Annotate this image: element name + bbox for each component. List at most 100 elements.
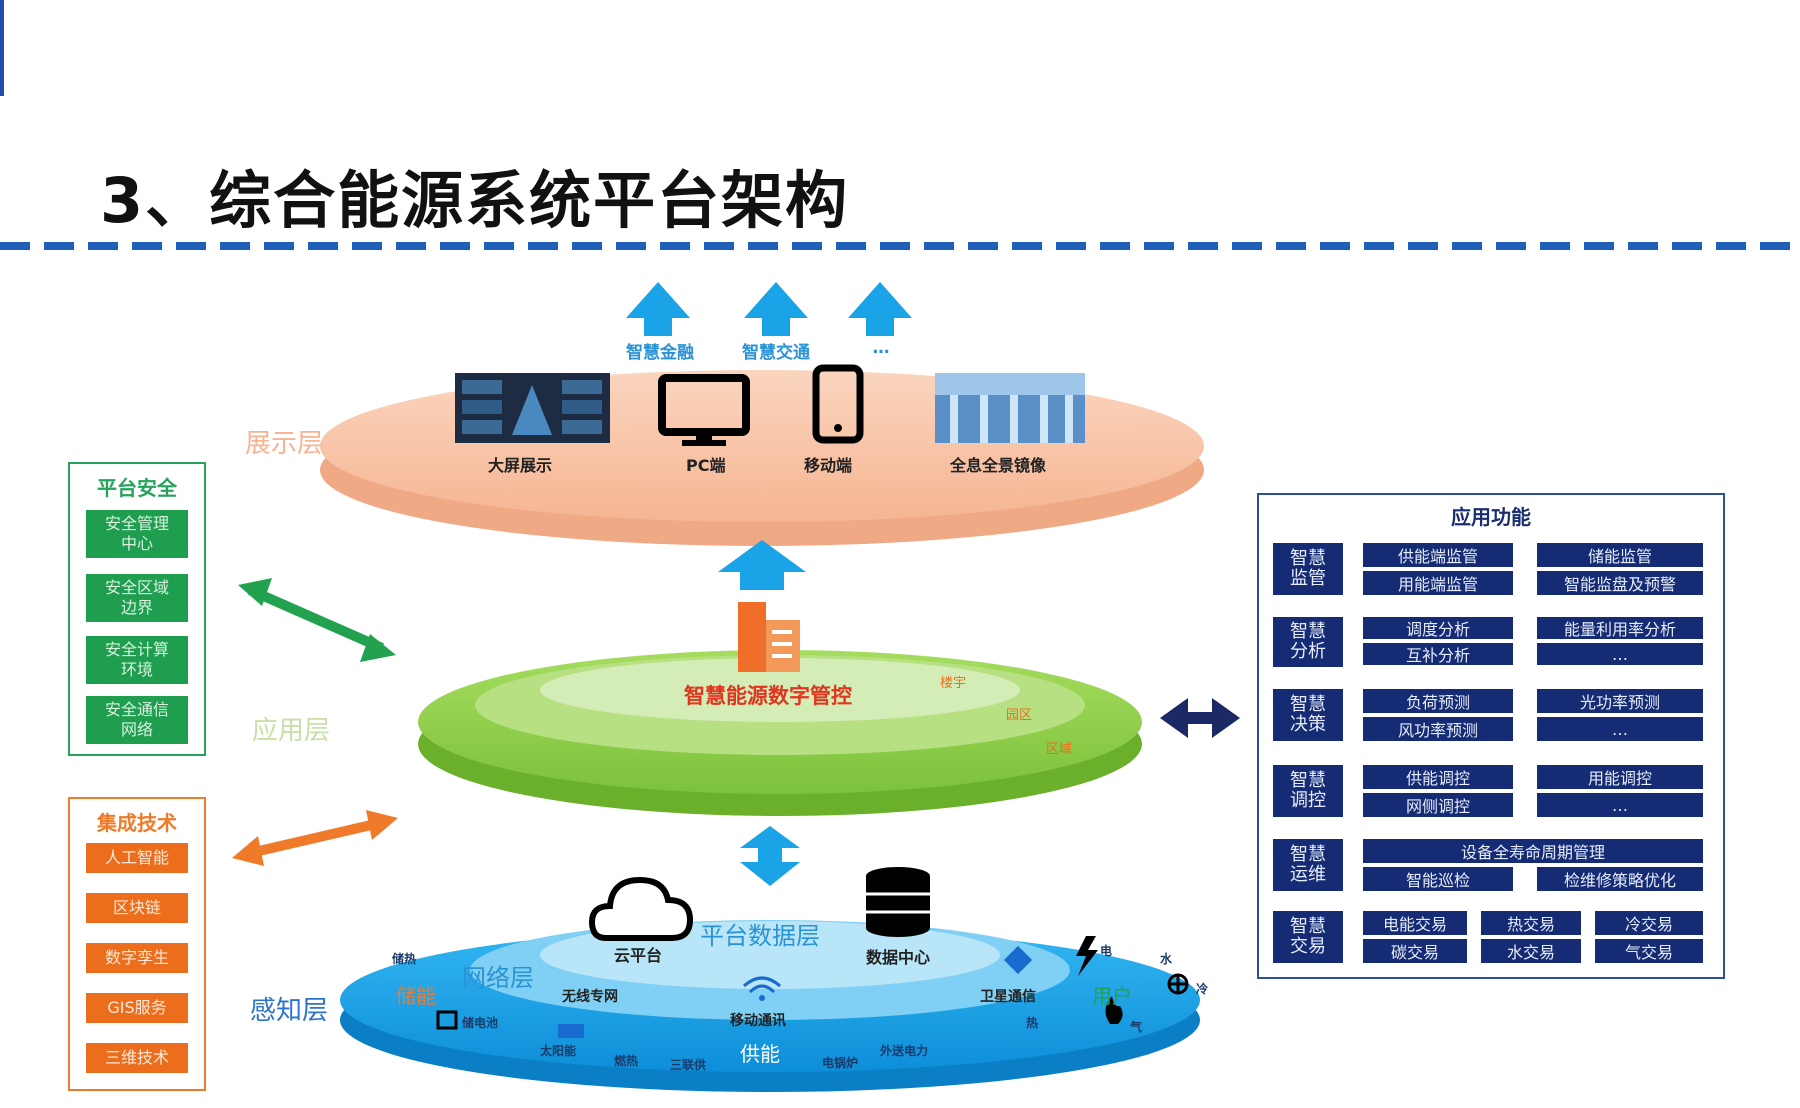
network-layer-label: 网络层 [462,964,534,992]
function-category: 智慧 分析 [1273,617,1343,667]
page-title: 3、综合能源系统平台架构 [100,164,850,237]
function-item: 冷交易 [1595,911,1703,935]
output-arrows [626,282,912,336]
security-item: 安全管理 中心 [86,510,188,558]
wireless-label: 无线专网 [562,989,618,1005]
integration-panel-title: 集成技术 [97,811,177,835]
integration-item: GIS服务 [86,993,188,1023]
function-item: 光功率预测 [1537,689,1703,713]
function-item: … [1537,793,1703,817]
app-layer-disk [418,650,1142,816]
function-item: … [1537,717,1703,741]
function-category: 智慧 交易 [1273,911,1343,963]
user-label: 用户 [1092,984,1132,1008]
function-item: 互补分析 [1363,643,1513,665]
display-layer-label: 展示层 [245,429,324,459]
function-category: 智慧 决策 [1273,689,1343,741]
integration-item: 人工智能 [86,843,188,873]
function-item: 智能巡检 [1363,867,1513,891]
storage-label: 储能 [396,984,436,1008]
ring-label-park: 园区 [1006,708,1033,723]
platform-data-label: 平台数据层 [700,922,820,950]
big-screen-image [455,373,610,443]
function-item: 供能端监管 [1363,543,1513,567]
database-icon [866,867,930,937]
integration-item: 区块链 [86,893,188,923]
output-label-finance: 智慧金融 [626,343,694,363]
small-label-gas-heat: 燃热 [614,1054,639,1068]
output-label-transport: 智慧交通 [742,343,810,363]
function-item: 能量利用率分析 [1537,617,1703,639]
integration-item: 数字孪生 [86,943,188,973]
security-panel-title: 平台安全 [97,476,177,500]
app-functions-panel: 应用功能 智慧 监管 供能端监管 储能监管 用能端监管 智能监盘及预警 智慧 分… [1257,493,1725,979]
small-label-battery: 储电池 [462,1016,499,1030]
up-arrow-icon [626,282,690,336]
data-center-label: 数据中心 [866,948,931,967]
factory-icon [436,1010,458,1030]
display-item-panorama: 全息全景镜像 [950,456,1047,475]
satellite-label: 卫星通信 [980,989,1036,1005]
integration-item: 三维技术 [86,1043,188,1073]
security-item: 安全区域 边界 [86,574,188,622]
up-arrow-icon [718,540,806,590]
satellite-icon [1003,945,1033,975]
function-category: 智慧 运维 [1273,839,1343,891]
small-label-export-power: 外送电力 [880,1044,929,1058]
function-item: 风功率预测 [1363,717,1513,741]
cloud-icon [588,876,694,941]
function-item: 调度分析 [1363,617,1513,639]
small-label-electric: 电 [1100,944,1113,958]
snowflake-icon [1167,973,1189,995]
panorama-image [935,373,1085,443]
security-item: 安全计算 环境 [86,636,188,684]
function-item: 负荷预测 [1363,689,1513,713]
function-item: 气交易 [1595,939,1703,963]
signal-icon [743,976,781,1001]
small-label-solar: 太阳能 [540,1044,577,1058]
small-label-boiler: 电锅炉 [822,1056,859,1070]
display-item-pc: PC端 [686,456,726,475]
small-label-water: 水 [1160,952,1173,966]
small-label-heat-storage: 储热 [392,952,417,966]
small-label-cchp: 三联供 [670,1058,707,1072]
up-arrow-icon [744,282,808,336]
function-category: 智慧 调控 [1273,765,1343,817]
small-label-gas: 气 [1130,1020,1143,1034]
function-item: 水交易 [1481,939,1581,963]
function-item: 热交易 [1481,911,1581,935]
display-item-mobile: 移动端 [804,456,853,475]
pc-monitor-icon [658,374,750,446]
vertical-double-arrow-icon [740,826,800,886]
corner-accent-bar [0,0,4,96]
security-item: 安全通信 网络 [86,696,188,744]
function-item: 智能监盘及预警 [1537,571,1703,595]
integration-double-arrow-icon [232,810,398,866]
functions-double-arrow-icon [1160,698,1240,738]
mobile-phone-icon [812,364,864,444]
function-item: 碳交易 [1363,939,1467,963]
ring-label-region: 区域 [1046,742,1073,757]
small-label-heat: 热 [1026,1016,1039,1030]
function-item: 用能端监管 [1363,571,1513,595]
supply-label: 供能 [740,1042,780,1066]
function-item: 电能交易 [1363,911,1467,935]
lightning-icon [1076,936,1098,976]
function-item: 网侧调控 [1363,793,1513,817]
building-icon [738,602,800,672]
display-item-bigscreen: 大屏展示 [488,456,553,475]
fire-icon [1105,996,1123,1024]
dashed-divider [0,242,1800,250]
ring-label-building: 楼宇 [940,676,967,691]
app-layer-label: 应用层 [252,716,331,746]
mobile-comm-label: 移动通讯 [730,1013,786,1029]
function-item: 设备全寿命周期管理 [1363,839,1703,863]
function-item: 储能监管 [1537,543,1703,567]
function-item: 供能调控 [1363,765,1513,789]
cloud-label: 云平台 [614,946,663,965]
solar-panel-icon [558,1024,584,1038]
up-arrow-icon [848,282,912,336]
app-center-title: 智慧能源数字管控 [684,684,852,708]
function-item: 用能调控 [1537,765,1703,789]
function-category: 智慧 监管 [1273,543,1343,595]
